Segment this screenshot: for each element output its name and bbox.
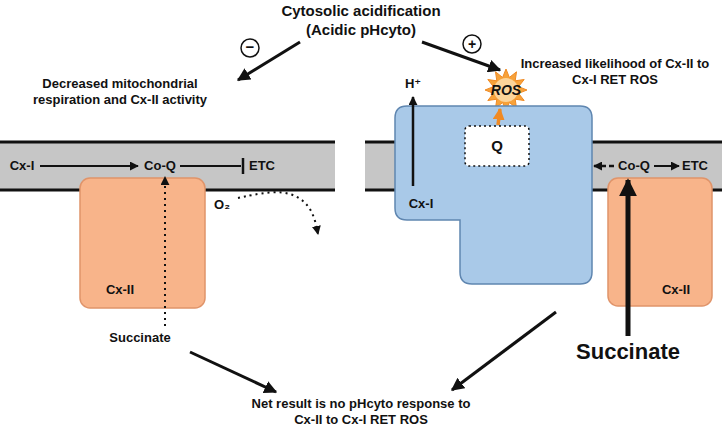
substrate-label: Succinate — [109, 330, 170, 346]
ros-burst — [485, 69, 527, 111]
promote-arrow — [422, 42, 500, 70]
proton-label: H⁺ — [405, 76, 421, 92]
arrow — [40, 165, 138, 167]
carrier-label: Co-Q — [618, 158, 650, 174]
heading: Cytosolic acidification — [281, 2, 440, 20]
oxygen-label: O₂ — [214, 197, 230, 213]
node-label: Q — [491, 137, 503, 154]
ros-arrow — [498, 109, 500, 125]
membrane-edge — [0, 141, 335, 144]
sign-circle — [463, 35, 481, 53]
node-shape — [608, 178, 712, 306]
chain-label: ETC — [249, 158, 275, 174]
heading: (Acidic pHcyto) — [306, 21, 416, 39]
node-label: Cx-II — [106, 283, 134, 298]
complex-label: Cx-I — [10, 158, 35, 174]
result-arrow — [190, 352, 276, 392]
node-label: Cx-I — [409, 197, 434, 212]
substrate-label: Succinate — [576, 339, 680, 365]
succinate-flow — [626, 180, 631, 336]
carrier-label: Co-Q — [144, 158, 176, 174]
ros-label: ROS — [491, 82, 521, 99]
forward-arrow — [654, 165, 679, 167]
complex-ii-box: Cx-II — [608, 178, 712, 306]
result-arrow — [452, 312, 556, 390]
conclusion-note: Net result is no pHcyto response to Cx-I… — [241, 396, 481, 427]
effect-note: Decreased mitochondrial respiration and … — [15, 76, 225, 107]
inhibition-bar — [242, 158, 245, 174]
sign-symbol: − — [246, 38, 255, 56]
inhibition-line — [180, 165, 241, 167]
chain-label: ETC — [682, 158, 708, 174]
reverse-arrow — [594, 165, 614, 168]
proton-arrow — [412, 97, 415, 186]
complex-ii-box: Cx-II — [80, 178, 205, 308]
sign-symbol: + — [468, 36, 476, 53]
sign-circle — [241, 39, 259, 57]
node-shape — [80, 178, 205, 308]
complex-i-shape: Q Cx-I — [395, 106, 592, 284]
effect-note: Increased likelihood of Cx-II to Cx-I RE… — [520, 56, 710, 87]
succinate-flow — [164, 177, 166, 326]
node-label: Cx-II — [662, 283, 690, 298]
oxygen-arc — [238, 192, 318, 234]
quinone-site: Q — [465, 126, 529, 166]
